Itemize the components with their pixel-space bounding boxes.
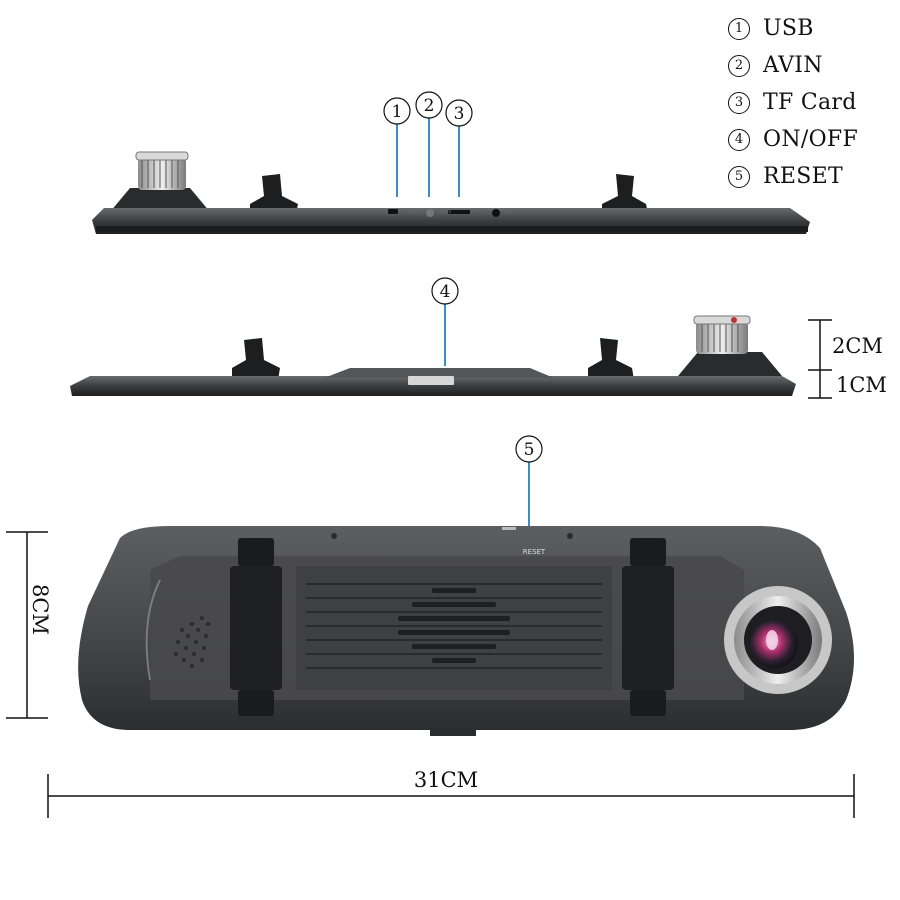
mount-clip: [238, 690, 274, 716]
usb-port: [388, 209, 398, 214]
legend-item-on-off: 4 ON/OFF: [728, 121, 898, 158]
strap-pad: [230, 566, 282, 690]
port-label-usb: USB: [408, 208, 420, 215]
strap-pad: [622, 566, 674, 690]
legend-label: TF Card: [763, 90, 857, 115]
reset-button: [502, 527, 516, 530]
dimension-height-body: 1CM: [836, 373, 887, 397]
legend-label: RESET: [763, 164, 843, 189]
legend: 1 USB 2 AVIN 3 TF Card 4 ON/OFF 5 RESET: [728, 10, 898, 195]
port-label-tf: TF: [473, 208, 482, 215]
legend-number: 3: [728, 91, 750, 114]
callout-number: 1: [392, 102, 403, 122]
camera-mount: [110, 188, 210, 212]
mount-clip: [250, 174, 298, 214]
port-label-gps: GPS: [503, 208, 515, 215]
callout-circle: [515, 435, 543, 463]
top-view: USB AVIN TF GPS 1 2 3: [92, 91, 810, 234]
callout-number: 3: [454, 104, 465, 124]
callout-circle: [415, 91, 443, 119]
port-label-avin: AVIN: [437, 208, 451, 215]
lens-barrel: [138, 158, 186, 190]
reset-label: RESET: [523, 548, 546, 556]
dimension-depth: 8CM: [6, 531, 52, 719]
power-button: [408, 376, 454, 385]
speaker-grille: [174, 616, 210, 668]
vent-panel: [296, 566, 612, 690]
legend-number: 5: [728, 165, 750, 188]
legend-item-avin: 2 AVIN: [728, 47, 898, 84]
avin-port: [426, 209, 434, 217]
dimension-width-label: 31CM: [414, 768, 478, 792]
legend-item-reset: 5 RESET: [728, 158, 898, 195]
legend-number: 1: [728, 17, 750, 40]
lens-barrel: [696, 322, 748, 354]
legend-number: 4: [728, 128, 750, 151]
camera-mount: [678, 352, 782, 376]
dimension-depth-label: 8CM: [28, 584, 52, 635]
callout-number: 5: [524, 440, 535, 460]
dimension-width: 31CM: [47, 768, 855, 818]
legend-item-usb: 1 USB: [728, 10, 898, 47]
mount-clip: [630, 690, 666, 716]
callout-circle: [383, 97, 411, 125]
tf-card-slot: [448, 210, 470, 214]
legend-label: ON/OFF: [763, 127, 859, 152]
callout-number: 4: [440, 282, 451, 302]
gps-port: [492, 209, 500, 217]
speaker-slots: [398, 588, 510, 663]
legend-item-tf-card: 3 TF Card: [728, 84, 898, 121]
callout-number: 2: [424, 96, 435, 116]
mount-clip: [630, 538, 666, 566]
callout-circle: [431, 277, 459, 305]
mirror-body-bottom: [70, 376, 796, 396]
back-view: 5 RESET: [78, 435, 854, 736]
mount-clip: [588, 338, 634, 380]
mount-clip: [232, 338, 280, 380]
legend-label: USB: [763, 16, 814, 41]
mount-clip: [238, 538, 274, 566]
mount-clip: [602, 174, 648, 214]
middle-view: 4 2CM 1CM: [70, 277, 887, 399]
callout-circle: [445, 99, 473, 127]
legend-label: AVIN: [763, 53, 823, 78]
dimension-height-total: 2CM: [832, 334, 883, 358]
vent-lines: [306, 583, 602, 669]
legend-number: 2: [728, 54, 750, 77]
